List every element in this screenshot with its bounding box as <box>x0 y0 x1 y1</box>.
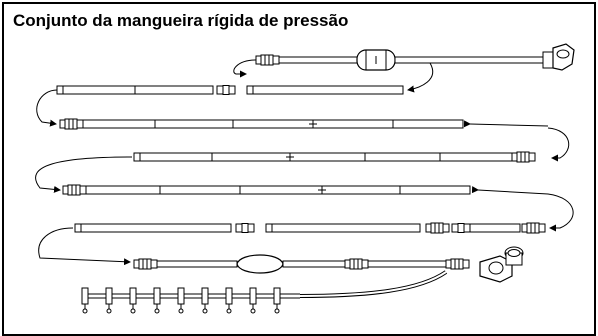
row-4-extension-tube <box>35 151 536 193</box>
connector-fitting <box>511 151 536 163</box>
row-3-extension-tube <box>59 118 570 162</box>
extension-tube <box>133 152 513 162</box>
tube-coupler <box>235 223 255 233</box>
extension-tube <box>82 119 464 129</box>
spray-bar <box>81 287 300 314</box>
connector-fitting <box>59 118 84 130</box>
row-5-extension-tube <box>62 184 574 232</box>
extension-tube <box>85 185 471 195</box>
connector-fitting <box>445 258 470 270</box>
connector-fitting <box>255 54 280 66</box>
extension-tube <box>469 223 521 233</box>
connector-fitting <box>133 258 158 270</box>
tube-coupler <box>216 85 236 95</box>
extension-tube <box>74 223 232 233</box>
wand-bulb <box>236 254 284 274</box>
connector-fitting <box>62 184 87 196</box>
row-2-extension-tubes <box>36 85 404 127</box>
row-7-spray-wand <box>133 246 524 298</box>
hose-segment <box>394 56 544 64</box>
tube-coupler <box>451 223 471 233</box>
diagram-title: Conjunto da mangueira rígida de pressão <box>13 11 349 30</box>
hose-segment <box>278 56 358 64</box>
connector-fitting <box>425 222 450 234</box>
connector-fitting <box>344 258 369 270</box>
row-1-handle-assembly <box>233 43 575 93</box>
row-6-extension-tubes <box>38 222 546 266</box>
extension-tube <box>246 85 404 95</box>
connector-fitting <box>521 222 546 234</box>
spray-nozzle <box>479 246 524 283</box>
extension-tube <box>265 223 421 233</box>
gun-grip <box>542 43 575 71</box>
filter-housing <box>356 49 396 71</box>
